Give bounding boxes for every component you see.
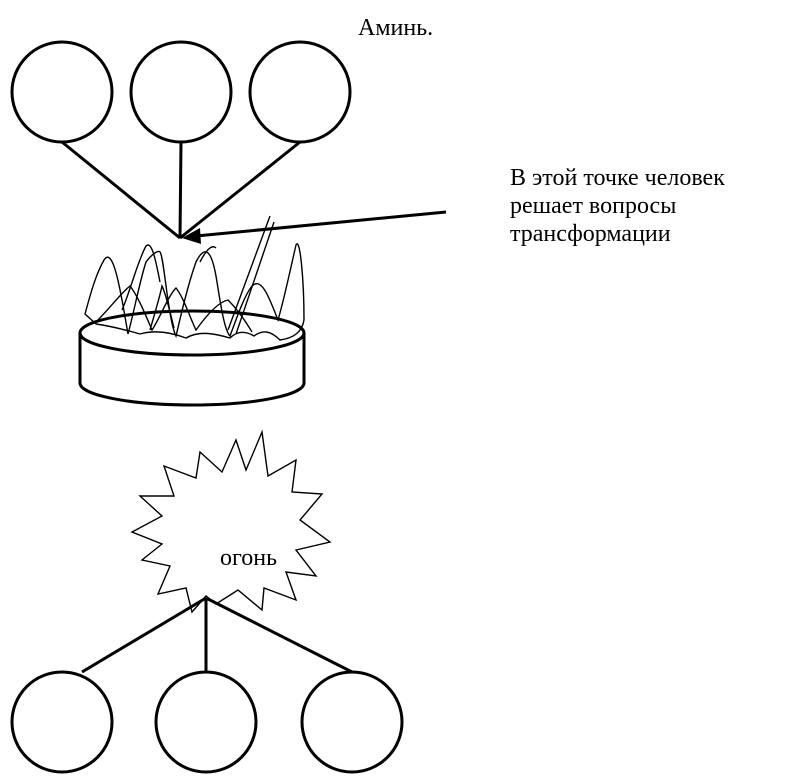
bottom-circle-right — [300, 670, 404, 774]
fire-label: огонь — [220, 545, 278, 571]
bottom-circle-left — [10, 670, 114, 774]
top-circle-left — [10, 40, 114, 144]
flame-inner-wave — [95, 285, 253, 333]
flame-inner-middle — [149, 283, 175, 331]
flame-needle-2 — [235, 221, 275, 335]
top-connector-right — [179, 140, 301, 240]
flame-needle-1 — [227, 215, 271, 331]
top-connector-middle — [178, 141, 183, 239]
top-circle-right — [248, 40, 352, 144]
flame-inner-left — [121, 244, 161, 311]
bottom-connector-left — [81, 596, 207, 674]
vessel-body — [78, 333, 306, 407]
note-line-3: трансформации — [510, 221, 671, 247]
note-line-1: В этой точке человек — [510, 165, 725, 191]
fire-starburst — [130, 429, 332, 614]
vessel-flames — [84, 243, 305, 341]
transformation-note: В этой точке человек решает вопросы тран… — [510, 164, 725, 248]
bottom-circle-middle — [154, 670, 258, 774]
top-connector-left — [61, 140, 181, 240]
vessel-rim — [78, 309, 306, 357]
bottom-connector-right — [205, 596, 353, 674]
flame-inner-right — [199, 246, 217, 263]
note-line-2: решает вопросы — [510, 193, 677, 219]
top-circle-middle — [129, 40, 233, 144]
pointer-arrow-line — [195, 210, 447, 238]
amen-label: Аминь. — [358, 15, 434, 41]
pointer-arrowhead — [182, 228, 201, 244]
